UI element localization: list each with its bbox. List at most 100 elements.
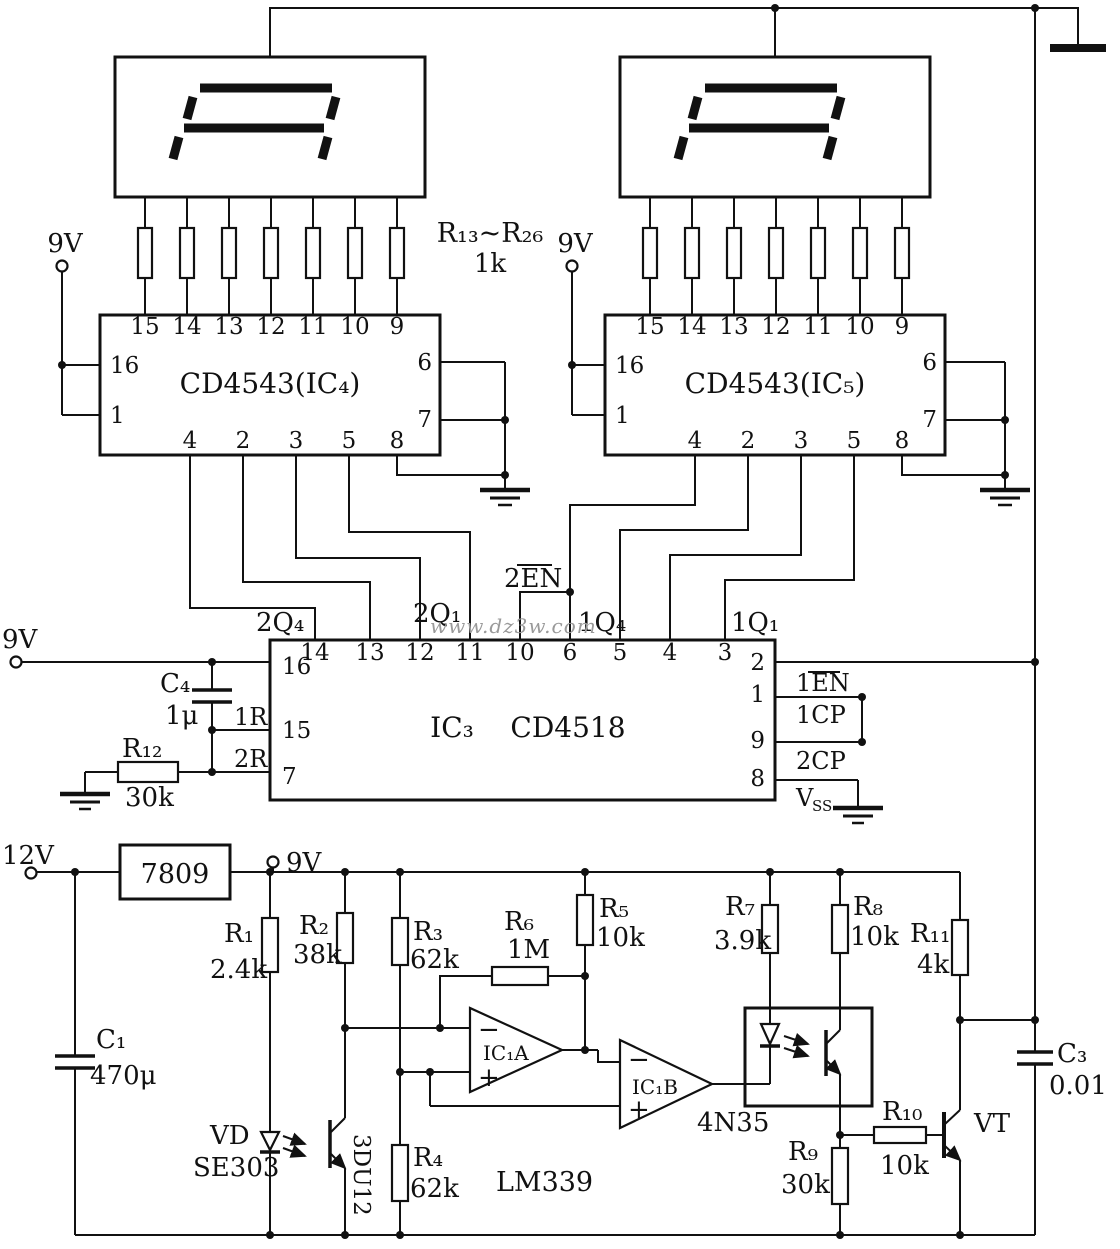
ic3-cd4518: IC₃ CD4518 14 13 12 11 10 6 5 4 3 16 15 … xyxy=(268,638,777,802)
signal-1cp-label: 1CP xyxy=(796,701,846,729)
pin-label: 14 xyxy=(300,640,329,666)
pin-label: 2 xyxy=(750,650,765,676)
junction-dot xyxy=(208,726,216,734)
pin-label: 5 xyxy=(342,428,357,454)
junction-dot xyxy=(956,1016,964,1024)
ic3-outline xyxy=(268,638,777,802)
signal-2q1-label: 2Q₁ xyxy=(413,599,461,629)
light-arrow xyxy=(282,1144,307,1158)
wire-2en xyxy=(519,591,570,640)
ic4-cd4543: CD4543(IC₄) 15 14 13 12 11 10 9 4 2 3 5 … xyxy=(47,229,506,490)
comparator-ic1a xyxy=(468,1006,565,1094)
junction-dot xyxy=(766,868,774,876)
optocoupler-4n35-outline xyxy=(743,1006,874,1108)
junction-dot xyxy=(581,972,589,980)
label-c3-value: 0.01 xyxy=(1049,1071,1107,1101)
bank-resistor xyxy=(304,226,322,280)
pin-label: 14 xyxy=(172,314,201,340)
pin-label: 14 xyxy=(677,314,706,340)
label-r4-ref: R₄ xyxy=(413,1143,443,1173)
ic3-ref: IC₃ xyxy=(430,711,474,744)
label-r7-ref: R₇ xyxy=(725,892,755,922)
pin-label: 16 xyxy=(615,353,644,379)
junction-dot xyxy=(1031,1016,1039,1024)
light-arrow xyxy=(282,1132,307,1146)
resistor-r8 xyxy=(830,903,850,955)
junction-dot xyxy=(581,868,589,876)
label-r8-value: 10k xyxy=(850,922,899,952)
label-vd-ref: VD xyxy=(209,1121,250,1151)
watermark-text: www.dz3w.com xyxy=(430,614,597,638)
pin-label: 2 xyxy=(741,428,756,454)
pin-label: 6 xyxy=(563,640,578,666)
resistor-r5 xyxy=(575,893,595,947)
supply-9v-label: 9V xyxy=(286,848,323,878)
terminal-circle xyxy=(24,866,38,880)
seven-segment-display-right xyxy=(618,55,932,199)
label-r9-ref: R₉ xyxy=(788,1137,818,1167)
clock-enable-net: 1EN 1CP 2CP V SS xyxy=(775,661,1035,815)
junction-dot xyxy=(266,1231,274,1239)
display-segments xyxy=(673,83,846,161)
pin-label: 13 xyxy=(719,314,748,340)
wire xyxy=(562,872,620,1063)
label-r12-value: 30k xyxy=(125,783,174,813)
junction-dot xyxy=(568,361,576,369)
bus-routing: 2Q₄ 2Q₁ 1Q₄ 1Q₁ 2EN www.dz3w.com xyxy=(189,455,855,640)
pin-label: 9 xyxy=(750,728,765,754)
bank-resistor xyxy=(262,226,280,280)
pin-label: 15 xyxy=(130,314,159,340)
light-arrow xyxy=(783,1032,810,1047)
comparator-ic1b xyxy=(618,1038,715,1130)
label-c3-ref: C₃ xyxy=(1057,1039,1087,1069)
wire xyxy=(269,7,1079,1020)
phototransistor-emitter xyxy=(330,1153,347,1170)
junction-dot xyxy=(836,1231,844,1239)
label-r1-ref: R₁ xyxy=(224,919,254,949)
terminal-circle xyxy=(266,855,280,869)
junction-dot xyxy=(501,416,509,424)
opto-phototransistor-collector xyxy=(826,1029,841,1044)
label-r11-ref: R₁₁ xyxy=(910,919,950,949)
wire xyxy=(399,872,620,1235)
supply-9v-label: 9V xyxy=(557,229,594,259)
resistor-r1 xyxy=(260,916,280,974)
bank-resistor xyxy=(346,226,364,280)
junction-dot xyxy=(58,361,66,369)
signal-2q4-label: 2Q₄ xyxy=(256,608,304,638)
light-arrow xyxy=(783,1044,810,1059)
comparator-plus-sign: + xyxy=(478,1063,500,1093)
pin-label: 9 xyxy=(390,314,405,340)
label-r8-ref: R₈ xyxy=(853,892,883,922)
bank-value-label: 1k xyxy=(474,249,507,279)
signal-2en-label: 2EN xyxy=(504,564,562,594)
signal-1en-label: 1EN xyxy=(796,669,850,697)
pin-label: 7 xyxy=(922,407,937,433)
ic4-name: CD4543(IC₄) xyxy=(180,367,361,400)
bank-resistor xyxy=(683,226,701,280)
pin-label: 2 xyxy=(236,428,251,454)
label-r11-value: 4k xyxy=(917,950,950,980)
terminal-circle xyxy=(9,655,23,669)
pin-label: 7 xyxy=(417,407,432,433)
resistor-r11 xyxy=(950,918,970,977)
pin-label: 11 xyxy=(803,314,832,340)
wire xyxy=(839,872,944,1235)
pin-label: 10 xyxy=(505,640,534,666)
label-r3-value: 62k xyxy=(410,945,459,975)
wire xyxy=(712,872,771,1085)
pin-label: 11 xyxy=(455,640,484,666)
pin-label: 1 xyxy=(615,403,630,429)
junction-dot xyxy=(858,738,866,746)
display-segments xyxy=(168,83,341,161)
wire-1q-bus xyxy=(569,455,855,640)
pin-label: 16 xyxy=(282,654,311,680)
pin-label: 13 xyxy=(214,314,243,340)
junction-dot xyxy=(501,471,509,479)
pin-label: 3 xyxy=(718,640,733,666)
bank-resistor xyxy=(136,226,154,280)
junction-dot xyxy=(566,588,574,596)
junction-dot xyxy=(396,868,404,876)
junction-dot xyxy=(836,868,844,876)
pin-label: 5 xyxy=(613,640,628,666)
